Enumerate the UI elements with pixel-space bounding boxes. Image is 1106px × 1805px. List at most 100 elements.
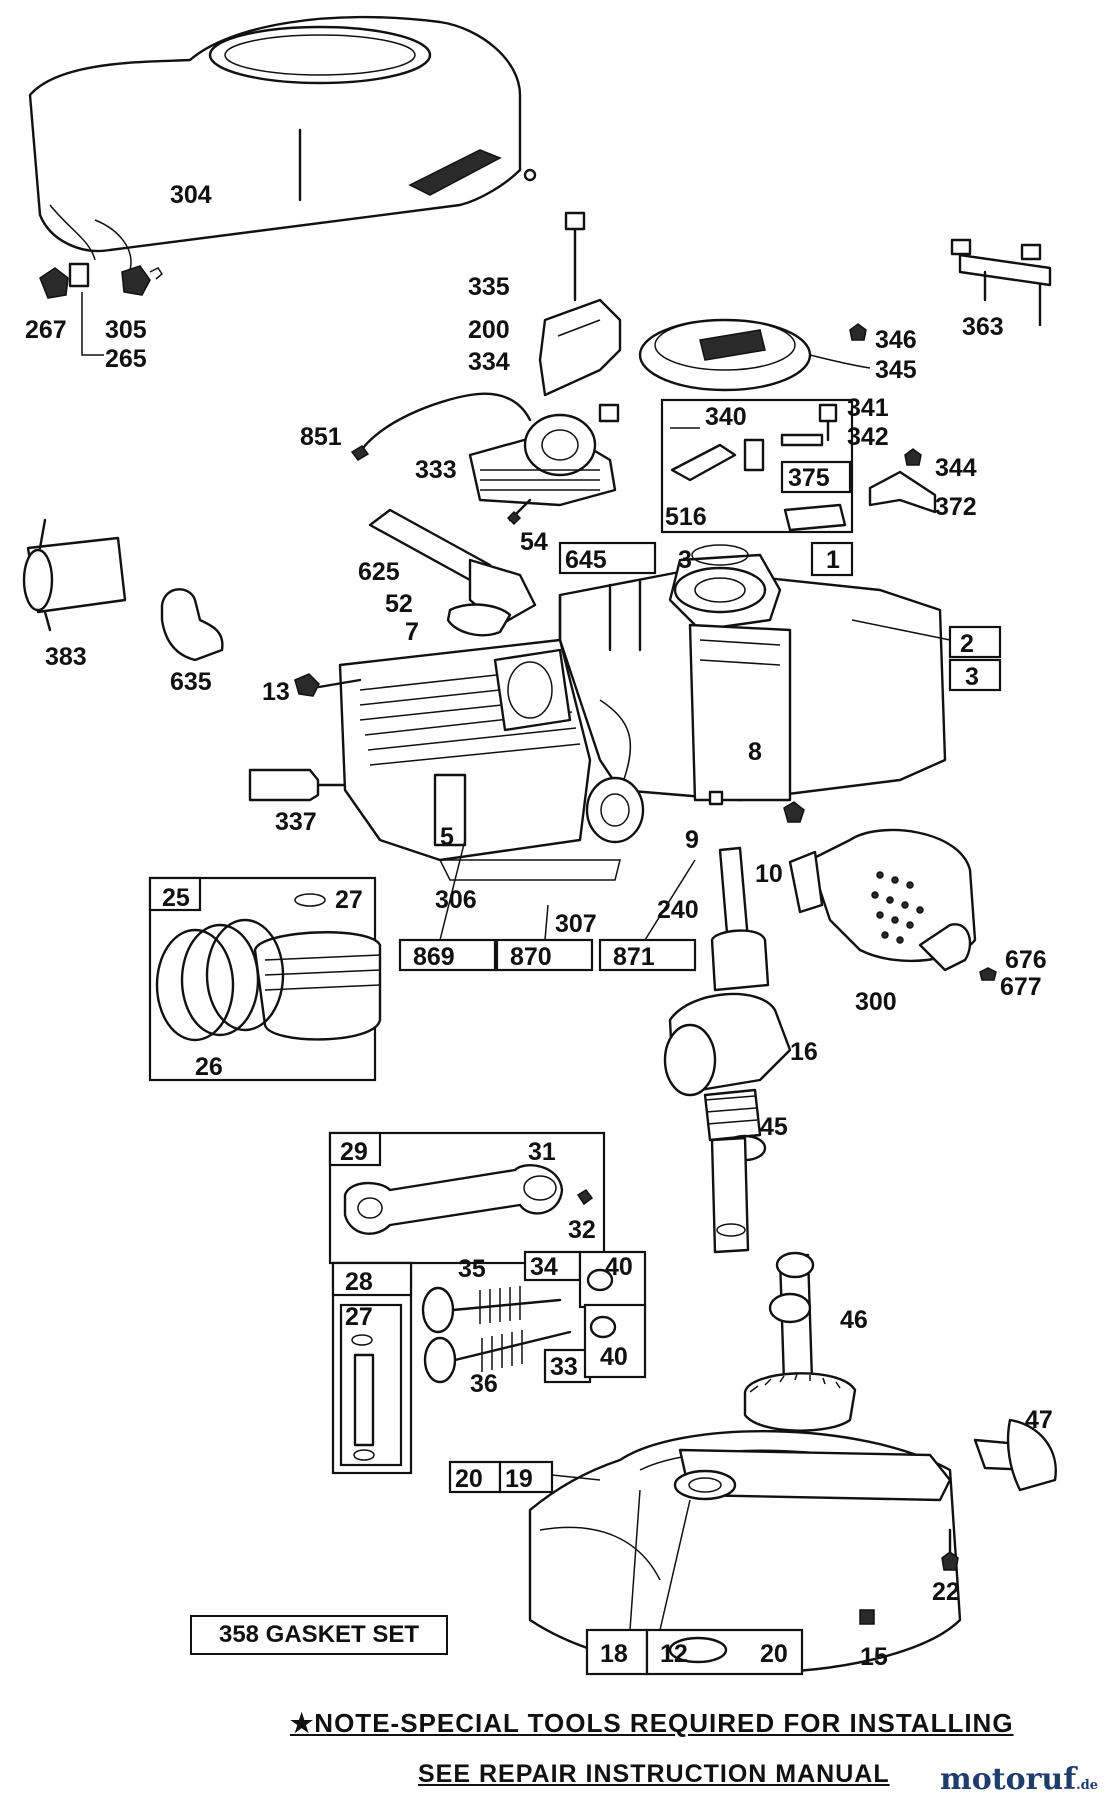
housing-fasteners	[39, 262, 163, 356]
label-304: 304	[170, 181, 212, 209]
label-345: 345	[875, 356, 917, 384]
label-871: 871	[613, 943, 655, 971]
label-267: 267	[25, 316, 67, 344]
label-341: 341	[847, 394, 889, 422]
label-18: 18	[600, 1640, 628, 1668]
label-27b: 27	[345, 1303, 373, 1331]
label-45: 45	[760, 1113, 788, 1141]
seal-boxes	[558, 541, 1002, 692]
label-645: 645	[565, 546, 607, 574]
label-10: 10	[755, 860, 783, 888]
label-677: 677	[1000, 973, 1042, 1001]
label-265: 265	[105, 345, 147, 373]
label-12: 12	[660, 1640, 688, 1668]
label-3a: 3	[678, 546, 692, 574]
label-240: 240	[657, 896, 699, 924]
label-46: 46	[840, 1306, 868, 1334]
label-32: 32	[568, 1216, 596, 1244]
label-516: 516	[665, 503, 707, 531]
label-383: 383	[45, 643, 87, 671]
label-7: 7	[405, 618, 419, 646]
label-337: 337	[275, 808, 317, 836]
flywheel-cover	[638, 318, 871, 392]
part-labels: 304 267 305 265 335 200 334 851 333 346 …	[25, 181, 1053, 1671]
governor-parts-box	[660, 398, 854, 534]
label-346: 346	[875, 326, 917, 354]
label-15: 15	[860, 1643, 888, 1671]
label-300: 300	[855, 988, 897, 1016]
watermark-logo: motoruf.de	[940, 1762, 1098, 1797]
label-851: 851	[300, 423, 342, 451]
label-33: 33	[550, 1353, 578, 1381]
clamp-parts	[868, 448, 937, 514]
label-29: 29	[340, 1138, 368, 1166]
muffler	[788, 828, 997, 981]
ignition-bracket	[538, 211, 622, 423]
label-342: 342	[847, 423, 889, 451]
label-635: 635	[170, 668, 212, 696]
label-305: 305	[105, 316, 147, 344]
label-40a: 40	[605, 1253, 633, 1281]
special-tools-note: ★NOTE-SPECIAL TOOLS REQUIRED FOR INSTALL…	[290, 1708, 1014, 1738]
label-306: 306	[435, 886, 477, 914]
label-344: 344	[935, 454, 977, 482]
label-363: 363	[962, 313, 1004, 341]
valve-assembly	[421, 1250, 647, 1384]
watermark-brand: motoruf	[940, 1762, 1077, 1797]
gasket-boxes	[398, 839, 697, 972]
label-40b: 40	[600, 1343, 628, 1371]
label-22: 22	[932, 1578, 960, 1606]
label-2: 2	[960, 630, 974, 658]
label-26: 26	[195, 1053, 223, 1081]
armature-coil	[350, 392, 617, 507]
label-52: 52	[385, 590, 413, 618]
label-1: 1	[826, 546, 840, 574]
label-869: 869	[413, 943, 455, 971]
watermark-suffix: .de	[1076, 1778, 1099, 1793]
label-13: 13	[262, 678, 290, 706]
label-5: 5	[440, 823, 454, 851]
label-334: 334	[468, 348, 510, 376]
gasket-set-label: 358 GASKET SET	[190, 1615, 448, 1655]
camshaft	[743, 1251, 857, 1432]
piston-pin-box	[331, 1261, 413, 1475]
label-20b: 20	[760, 1640, 788, 1668]
label-676: 676	[1005, 946, 1047, 974]
label-54: 54	[520, 528, 548, 556]
blower-housing	[28, 15, 537, 271]
label-25: 25	[162, 884, 190, 912]
label-375: 375	[788, 464, 830, 492]
label-307: 307	[555, 910, 597, 938]
label-200: 200	[468, 316, 510, 344]
label-625: 625	[358, 558, 400, 586]
label-333: 333	[415, 456, 457, 484]
bolt-10	[783, 801, 805, 823]
label-34: 34	[530, 1253, 558, 1281]
control-bracket	[950, 238, 1052, 327]
label-372: 372	[935, 493, 977, 521]
cylinder-block	[248, 553, 947, 881]
label-870: 870	[510, 943, 552, 971]
connecting-rod-box	[328, 1131, 606, 1265]
label-16: 16	[790, 1038, 818, 1066]
repair-manual-note: SEE REPAIR INSTRUCTION MANUAL	[418, 1760, 890, 1788]
muffler-guard	[22, 518, 224, 662]
crankshaft	[663, 846, 792, 1254]
label-19: 19	[505, 1465, 533, 1493]
piston-rings-box	[148, 876, 382, 1082]
label-335: 335	[468, 273, 510, 301]
base-fasteners	[859, 1418, 1057, 1625]
label-36: 36	[470, 1370, 498, 1398]
label-28: 28	[345, 1268, 373, 1296]
label-3b: 3	[965, 663, 979, 691]
label-35: 35	[458, 1255, 486, 1283]
label-9: 9	[685, 826, 699, 854]
label-20a: 20	[455, 1465, 483, 1493]
label-27a: 27	[335, 886, 363, 914]
intake-elbow	[368, 498, 537, 637]
label-8: 8	[748, 738, 762, 766]
label-47: 47	[1025, 1406, 1053, 1434]
label-31: 31	[528, 1138, 556, 1166]
